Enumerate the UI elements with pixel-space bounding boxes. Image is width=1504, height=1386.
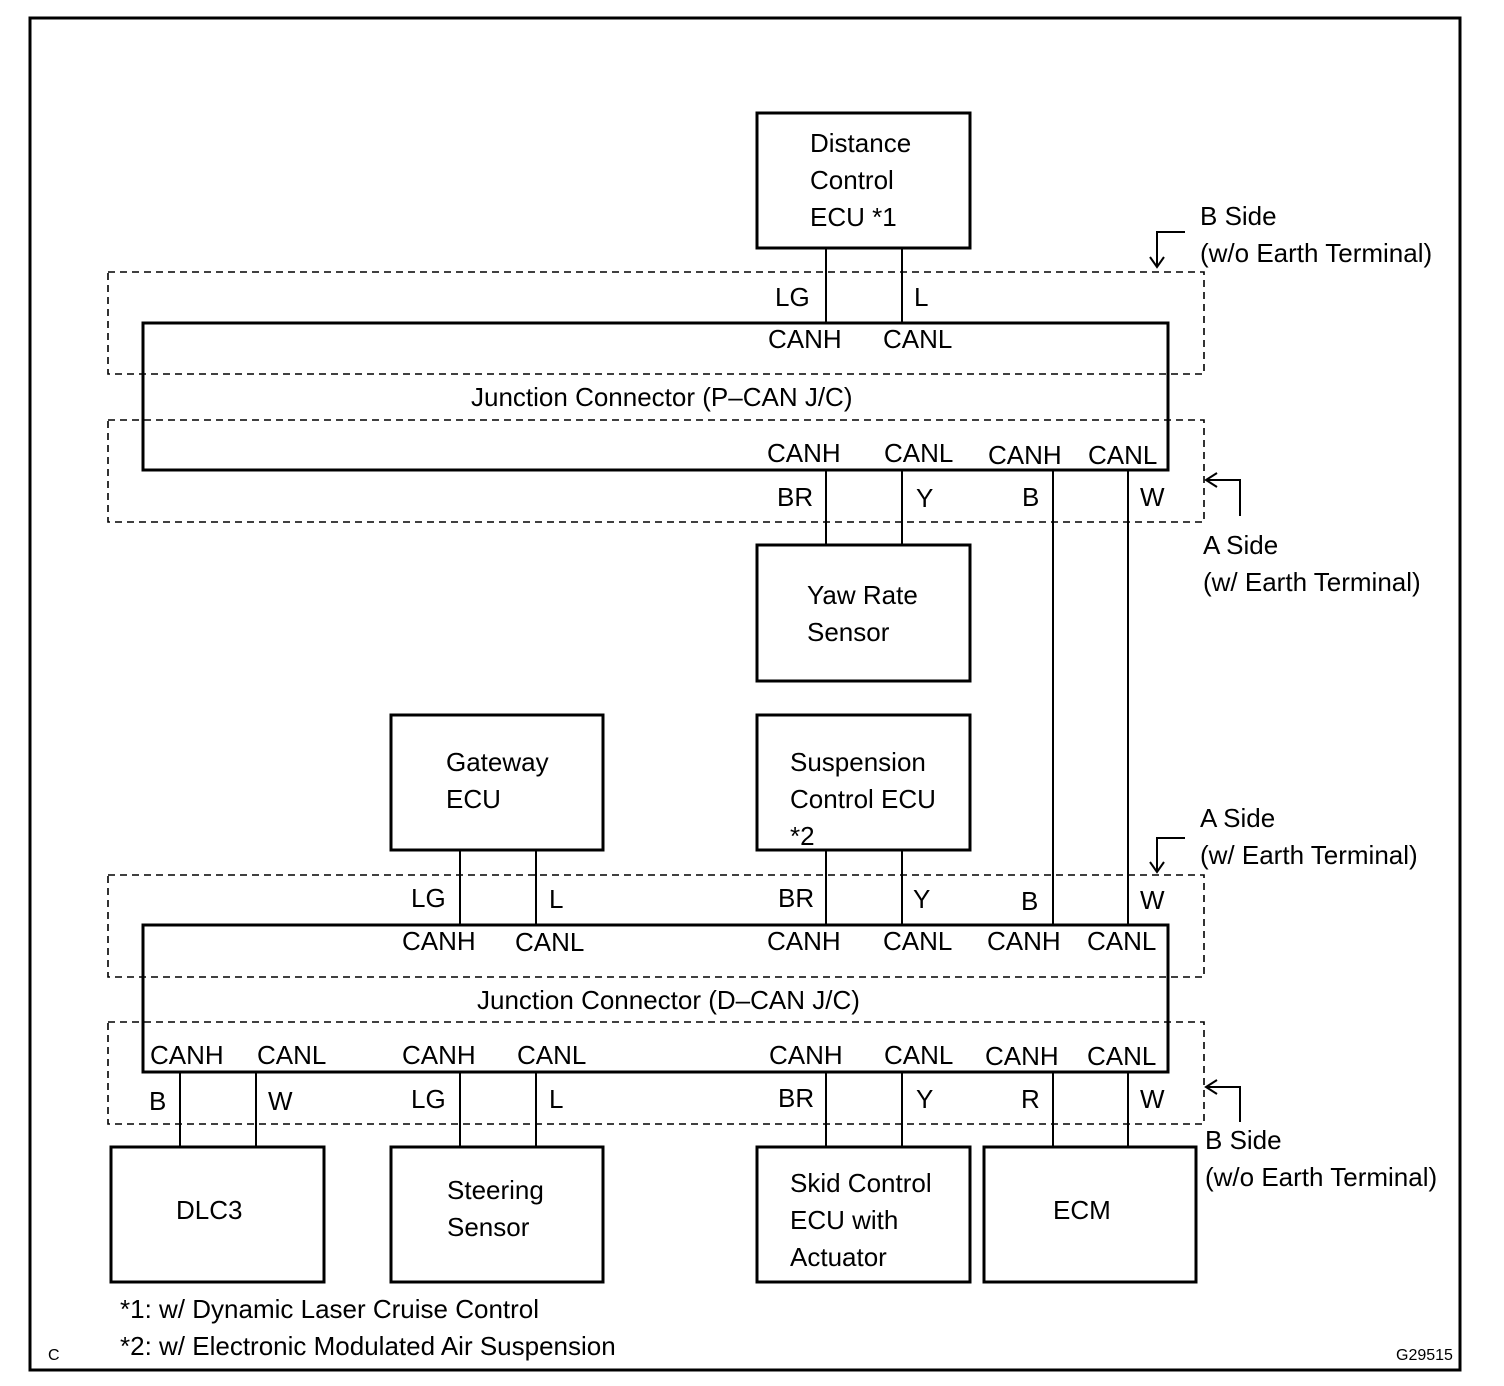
skid-control-ecu-label: Skid Control ECU with Actuator xyxy=(790,1168,939,1272)
pin-label: CANL xyxy=(515,927,584,957)
d-can-junction-title: Junction Connector (D–CAN J/C) xyxy=(477,985,860,1015)
wire-color-label: L xyxy=(549,884,563,914)
wire-color-label: LG xyxy=(775,282,810,312)
pin-label: CANH xyxy=(150,1040,224,1070)
wire-color-label: L xyxy=(914,282,928,312)
p-can-junction-connector xyxy=(141,321,1170,472)
pin-label: CANL xyxy=(883,324,952,354)
pin-label: CANH xyxy=(768,324,842,354)
pin-label: CANL xyxy=(517,1040,586,1070)
wire-color-label: W xyxy=(268,1086,293,1116)
ecm-label: ECM xyxy=(1053,1195,1111,1225)
a-side-top-arrow-icon xyxy=(1207,479,1241,516)
steering-sensor-box xyxy=(389,1145,605,1284)
pin-label: CANH xyxy=(767,926,841,956)
b-side-bottom-label: B Side (w/o Earth Terminal) xyxy=(1205,1125,1437,1192)
d-can-a-side-region xyxy=(107,874,1205,978)
pin-label: CANL xyxy=(1088,440,1157,470)
pin-label: CANL xyxy=(884,438,953,468)
a-side-bottom-label: A Side (w/ Earth Terminal) xyxy=(1200,803,1418,870)
pin-label: CANH xyxy=(985,1041,1059,1071)
diagram-frame xyxy=(28,16,1462,1372)
wire-color-label: B xyxy=(149,1086,166,1116)
distance-ecu-label: Distance Control ECU *1 xyxy=(810,128,918,232)
p-can-junction-title: Junction Connector (P–CAN J/C) xyxy=(471,382,852,412)
wire-color-label: W xyxy=(1140,1084,1165,1114)
wire-color-label: LG xyxy=(411,1084,446,1114)
a-side-bottom-arrowhead-icon xyxy=(1149,861,1165,874)
steering-sensor-label: Steering Sensor xyxy=(447,1175,551,1242)
yaw-rate-sensor-label: Yaw Rate Sensor xyxy=(807,580,925,647)
dlc3-label: DLC3 xyxy=(176,1195,242,1225)
figure-id: G29515 xyxy=(1396,1347,1453,1364)
wire-color-label: W xyxy=(1140,885,1165,915)
wires xyxy=(179,248,1129,1147)
wire-color-label: B xyxy=(1021,886,1038,916)
a-side-top-label: A Side (w/ Earth Terminal) xyxy=(1203,530,1421,597)
suspension-ecu-label: Suspension Control ECU *2 xyxy=(790,747,943,851)
pin-label: CANH xyxy=(769,1040,843,1070)
footnote-2: *2: w/ Electronic Modulated Air Suspensi… xyxy=(120,1331,616,1361)
yaw-rate-sensor-box xyxy=(755,543,972,683)
wire-color-label: Y xyxy=(916,1084,933,1114)
b-side-top-arrow-icon xyxy=(1156,231,1185,266)
b-side-bottom-arrow-icon xyxy=(1207,1086,1241,1122)
pin-label: CANL xyxy=(257,1040,326,1070)
p-can-b-side-region xyxy=(107,271,1205,375)
p-can-a-side-region xyxy=(107,419,1205,523)
gateway-ecu-box xyxy=(389,713,605,852)
pin-label: CANH xyxy=(767,438,841,468)
wire-color-label: W xyxy=(1140,482,1165,512)
a-side-top-arrowhead-icon xyxy=(1204,472,1218,488)
wire-color-label: BR xyxy=(778,1083,814,1113)
pin-label: CANH xyxy=(987,926,1061,956)
wire-color-label: LG xyxy=(411,883,446,913)
pin-label: CANL xyxy=(884,1040,953,1070)
ecm-box xyxy=(982,1145,1198,1284)
wire-color-label: Y xyxy=(916,483,933,513)
d-can-junction-connector xyxy=(141,923,1170,1074)
pin-label: CANH xyxy=(402,1040,476,1070)
pin-label: CANH xyxy=(988,440,1062,470)
b-side-top-label: B Side (w/o Earth Terminal) xyxy=(1200,201,1432,268)
pin-label: CANH xyxy=(402,926,476,956)
dlc3-box xyxy=(109,1145,326,1284)
corner-label: C xyxy=(48,1347,60,1364)
d-can-b-side-region xyxy=(107,1021,1205,1125)
gateway-ecu-label: Gateway ECU xyxy=(446,747,556,814)
pin-label: CANL xyxy=(1087,926,1156,956)
pin-label: CANL xyxy=(1087,1041,1156,1071)
a-side-bottom-arrow-icon xyxy=(1156,837,1185,871)
pin-label: CANL xyxy=(883,926,952,956)
wire-color-label: BR xyxy=(778,883,814,913)
distance-ecu-box xyxy=(755,111,972,250)
wire-color-label: BR xyxy=(777,482,813,512)
b-side-top-arrowhead-icon xyxy=(1149,256,1165,269)
b-side-bottom-arrowhead-icon xyxy=(1204,1079,1218,1095)
wire-color-label: B xyxy=(1022,482,1039,512)
suspension-ecu-box xyxy=(755,713,972,852)
wire-color-label: R xyxy=(1021,1084,1040,1114)
footnote-1: *1: w/ Dynamic Laser Cruise Control xyxy=(120,1294,539,1324)
skid-control-ecu-box xyxy=(755,1145,972,1284)
wire-color-label: Y xyxy=(913,884,930,914)
wire-color-label: L xyxy=(549,1084,563,1114)
